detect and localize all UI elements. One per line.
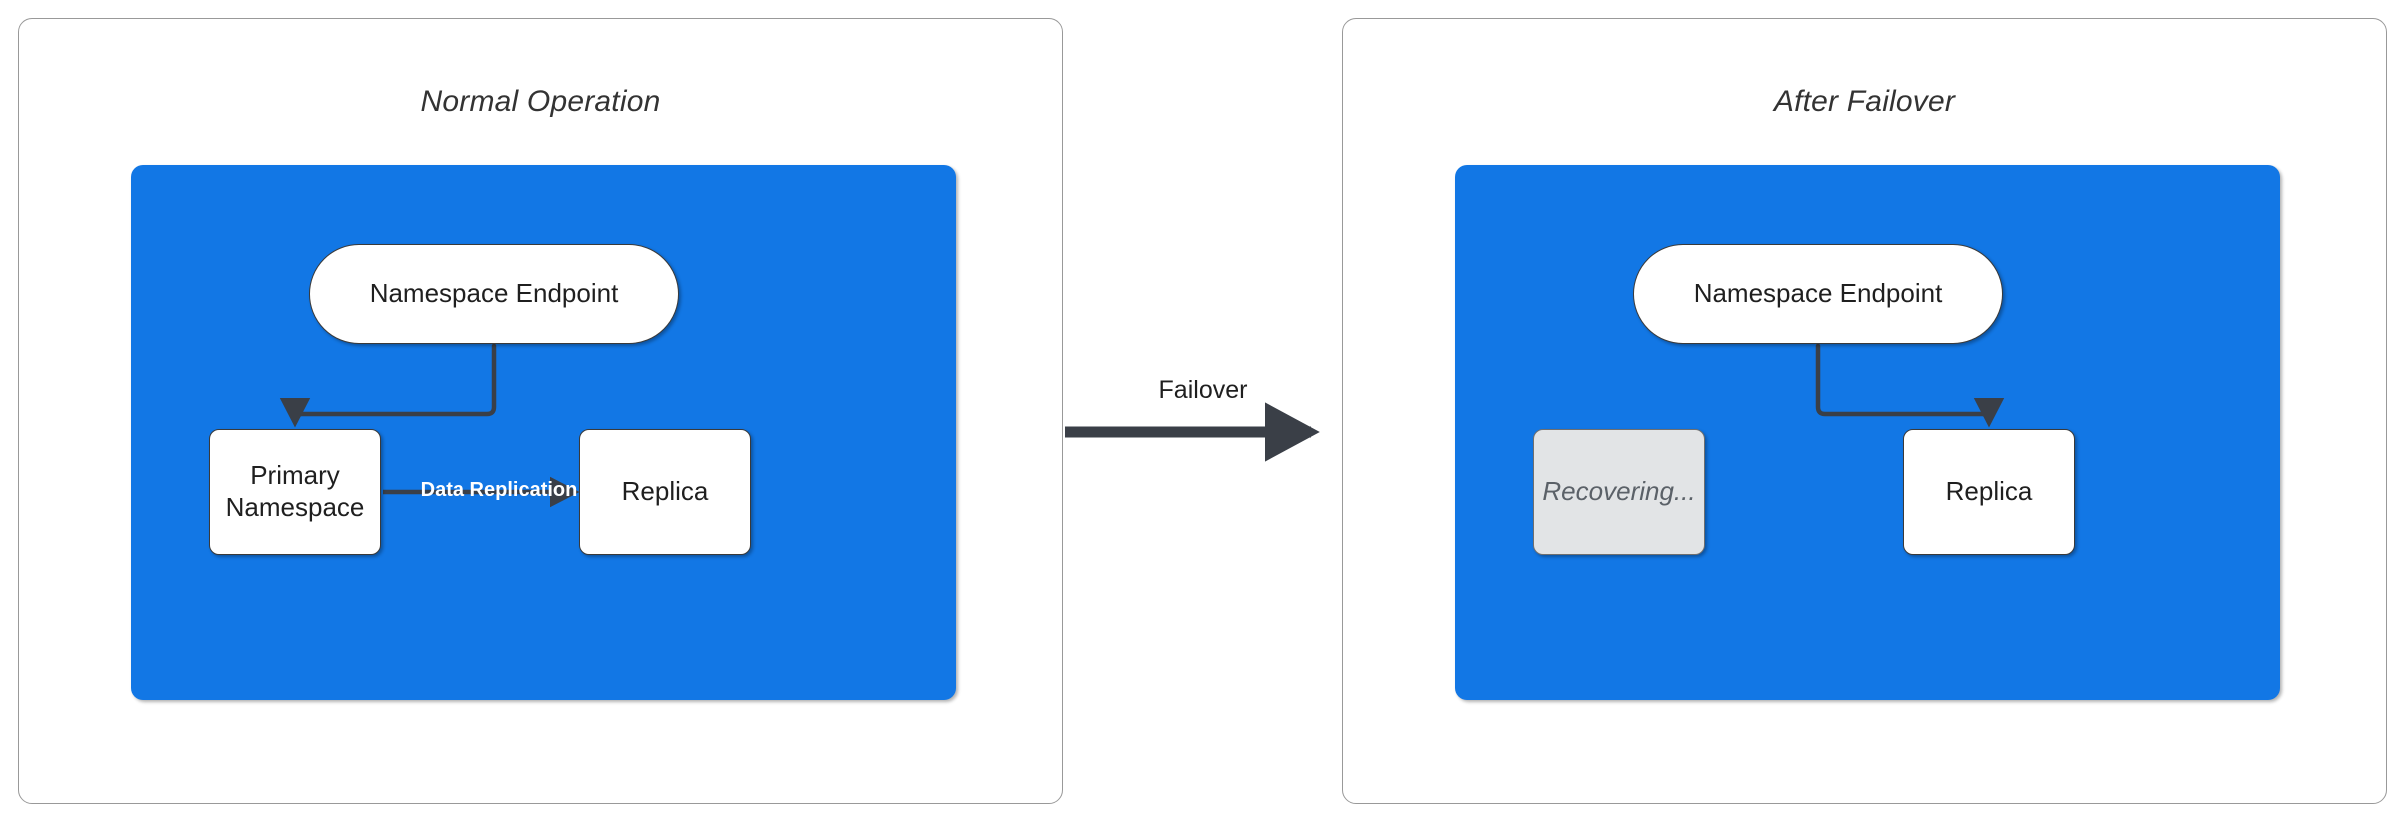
node-recovering[interactable]: Recovering... xyxy=(1533,429,1705,555)
node-label: Namespace Endpoint xyxy=(1693,278,1943,309)
panel-after-failover: After Failover Namespace Endpoint Recove… xyxy=(1342,18,2387,804)
node-label: Replica xyxy=(1945,476,2033,507)
node-replica[interactable]: Replica xyxy=(579,429,751,555)
failover-arrow-icon xyxy=(1065,402,1320,462)
transition-failover: Failover xyxy=(1063,370,1343,490)
node-namespace-endpoint[interactable]: Namespace Endpoint xyxy=(1633,244,2003,344)
node-label: Recovering... xyxy=(1542,476,1696,507)
node-label-line1: Primary xyxy=(250,460,340,491)
node-label-line2: Namespace xyxy=(225,492,365,522)
node-label: Namespace Endpoint xyxy=(369,278,619,309)
panel-title-normal-operation: Normal Operation xyxy=(420,85,661,118)
node-namespace-endpoint[interactable]: Namespace Endpoint xyxy=(309,244,679,344)
panel-title-after-failover: After Failover xyxy=(1773,85,1956,118)
transition-label-failover: Failover xyxy=(1158,376,1248,404)
node-primary-namespace[interactable]: Primary Namespace xyxy=(209,429,381,555)
edge-label-data-replication: Data Replication xyxy=(420,479,578,501)
node-label: Replica xyxy=(621,476,709,507)
node-label: Primary Namespace xyxy=(226,460,365,523)
panel-normal-operation: Normal Operation Namespace Endpoint Prim xyxy=(18,18,1063,804)
node-replica[interactable]: Replica xyxy=(1903,429,2075,555)
